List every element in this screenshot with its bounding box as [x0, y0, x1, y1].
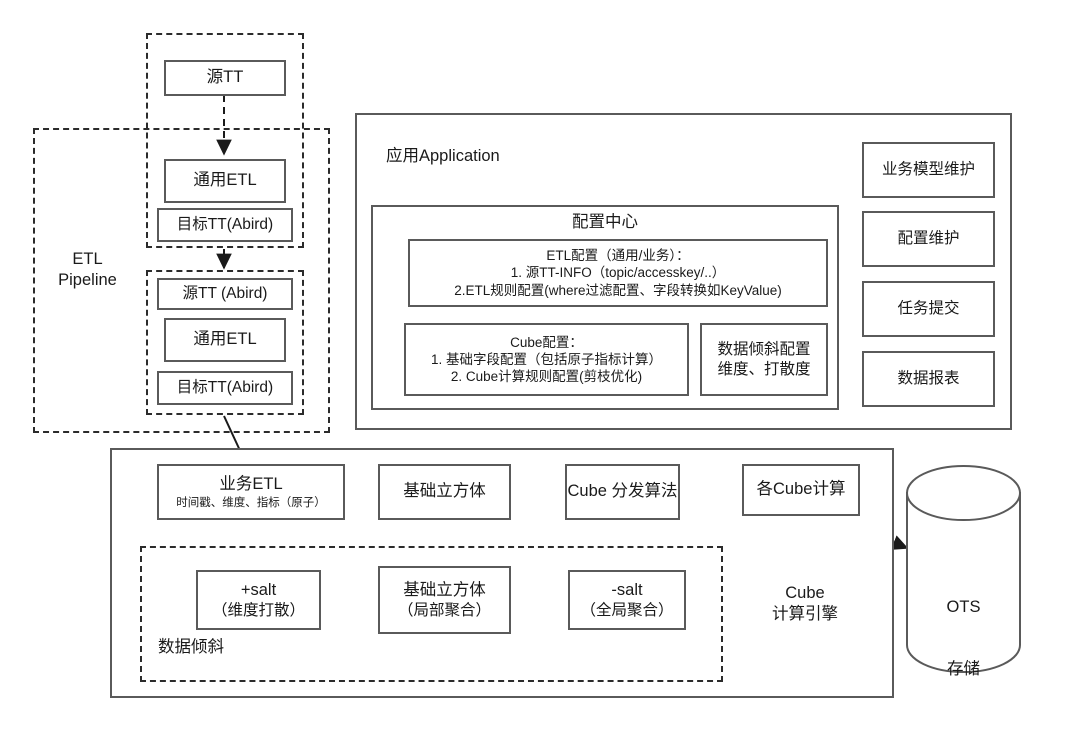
- cube-config-line3: 2. Cube计算规则配置(剪枝优化): [450, 369, 643, 385]
- module-config-maintenance[interactable]: 配置维护: [862, 211, 995, 267]
- etl-config-box[interactable]: ETL配置（通用/业务）： 1. 源TT-INFO（topic/accesske…: [408, 239, 828, 307]
- box-target-tt-1[interactable]: 目标TT(Abird): [157, 208, 293, 242]
- box-business-etl[interactable]: 业务ETL 时间戳、维度、指标（原子）: [157, 464, 345, 520]
- business-etl-subtitle: 时间戳、维度、指标（原子）: [176, 496, 326, 509]
- etl-group-two-region: [146, 270, 304, 415]
- add-salt-line1: +salt: [240, 580, 277, 599]
- ots-line1: OTS: [946, 598, 981, 617]
- box-generic-etl-2[interactable]: 通用ETL: [164, 318, 286, 362]
- etl-config-line2: 1. 源TT-INFO（topic/accesskey/..）: [510, 265, 726, 281]
- skew-region: [140, 546, 723, 682]
- cube-config-box[interactable]: Cube配置： 1. 基础字段配置（包括原子指标计算） 2. Cube计算规则配…: [404, 323, 689, 396]
- ots-line2: 存储: [947, 660, 980, 679]
- box-source-tt[interactable]: 源TT: [164, 60, 286, 96]
- etl-group-one-region: [146, 33, 304, 248]
- box-generic-etl-1[interactable]: 通用ETL: [164, 159, 286, 203]
- skew-config-box[interactable]: 数据倾斜配置 维度、打散度: [700, 323, 828, 396]
- box-target-tt-2[interactable]: 目标TT(Abird): [157, 371, 293, 405]
- module-business-model[interactable]: 业务模型维护: [862, 142, 995, 198]
- add-salt-line2: （维度打散）: [211, 601, 305, 619]
- box-cube-dispatch[interactable]: Cube 分发算法: [565, 464, 680, 520]
- cube-config-line2: 1. 基础字段配置（包括原子指标计算）: [430, 351, 662, 367]
- box-each-cube-compute[interactable]: 各Cube计算: [742, 464, 860, 516]
- local-cube-line1: 基础立方体: [403, 580, 486, 599]
- box-base-cube[interactable]: 基础立方体: [378, 464, 511, 520]
- cube-engine-label: Cube 计算引擎: [772, 584, 838, 623]
- module-task-submit[interactable]: 任务提交: [862, 281, 995, 337]
- box-source-tt-abird[interactable]: 源TT (Abird): [157, 278, 293, 310]
- config-center-title: 配置中心: [572, 213, 638, 231]
- local-cube-line2: （局部聚合）: [397, 601, 491, 619]
- cube-config-line1: Cube配置：: [510, 334, 583, 350]
- etl-pipeline-label: ETL Pipeline: [58, 250, 117, 289]
- etl-pipeline-region: [33, 128, 330, 433]
- box-minus-salt[interactable]: -salt （全局聚合）: [568, 570, 686, 630]
- module-data-report[interactable]: 数据报表: [862, 351, 995, 407]
- skew-config-line1: 数据倾斜配置: [717, 340, 811, 358]
- minus-salt-line1: -salt: [611, 580, 643, 599]
- skew-region-label: 数据倾斜: [158, 638, 224, 656]
- ots-storage-label: OTS 存储: [907, 556, 1020, 721]
- etl-config-line1: ETL配置（通用/业务）：: [546, 248, 690, 264]
- application-title: 应用Application: [386, 147, 500, 165]
- minus-salt-line2: （全局聚合）: [580, 601, 674, 619]
- etl-config-line3: 2.ETL规则配置(where过滤配置、字段转换如KeyValue): [454, 282, 782, 298]
- box-add-salt[interactable]: +salt （维度打散）: [196, 570, 321, 630]
- business-etl-title: 业务ETL: [219, 474, 283, 493]
- box-local-cube[interactable]: 基础立方体 （局部聚合）: [378, 566, 511, 634]
- skew-config-line2: 维度、打散度: [717, 360, 811, 378]
